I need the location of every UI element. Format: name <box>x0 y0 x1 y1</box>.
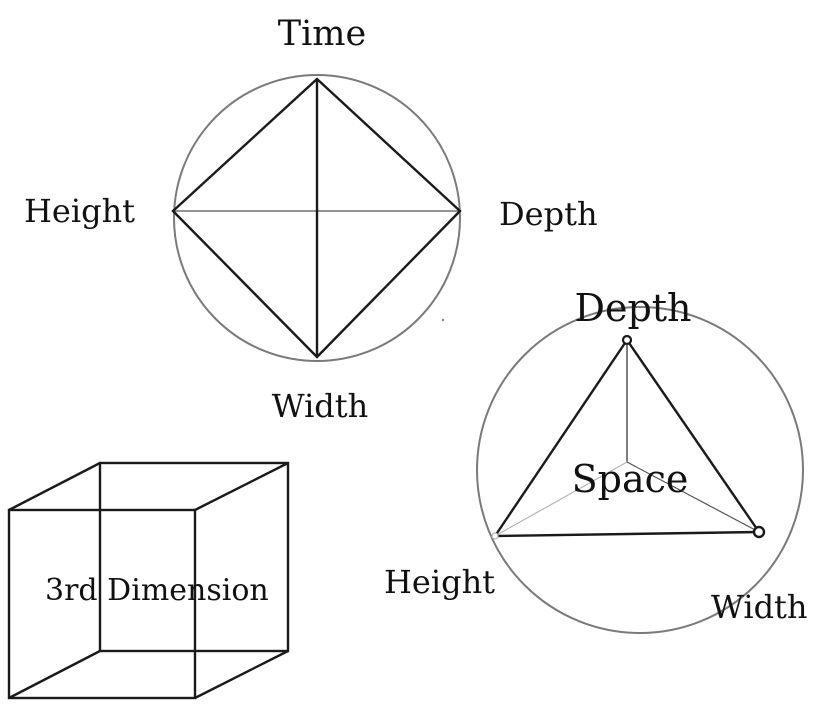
width-label-2: Width <box>711 588 808 626</box>
time-diamond <box>171 77 462 359</box>
stray-dot <box>441 318 445 322</box>
space-triangle-base <box>494 530 760 538</box>
cube-label: 3rd Dimension <box>45 573 269 608</box>
cube-edge-top-left <box>8 461 101 512</box>
width-label-1: Width <box>272 387 369 425</box>
cube-edge-bottom-right <box>194 649 289 700</box>
space-triangle-right-edge <box>626 339 760 533</box>
space-vertex-top <box>621 334 633 346</box>
time-label: Time <box>278 14 366 54</box>
cube-edge-bottom-left <box>8 649 101 700</box>
space-circle <box>476 306 804 634</box>
cube-edge-top-right <box>194 461 289 512</box>
depth-label-2: Depth <box>574 286 691 330</box>
cube-front-face <box>7 508 197 700</box>
space-triangle-left-edge <box>494 339 628 537</box>
space-label: Space <box>572 457 689 501</box>
cube-diagram: 3rd Dimension <box>7 461 290 700</box>
space-vertex-left <box>491 532 499 540</box>
time-diagram: Time Height Depth Width <box>24 14 598 425</box>
space-vertex-right <box>752 525 766 539</box>
height-label-2: Height <box>384 563 495 601</box>
depth-label-1: Depth <box>499 195 598 233</box>
space-center-to-right <box>626 461 760 533</box>
space-diagram: Depth Space Height Width <box>384 286 808 634</box>
cube-back-face <box>98 461 290 653</box>
height-label-1: Height <box>24 192 135 230</box>
time-circle <box>173 74 461 362</box>
space-center-to-left <box>494 461 628 537</box>
